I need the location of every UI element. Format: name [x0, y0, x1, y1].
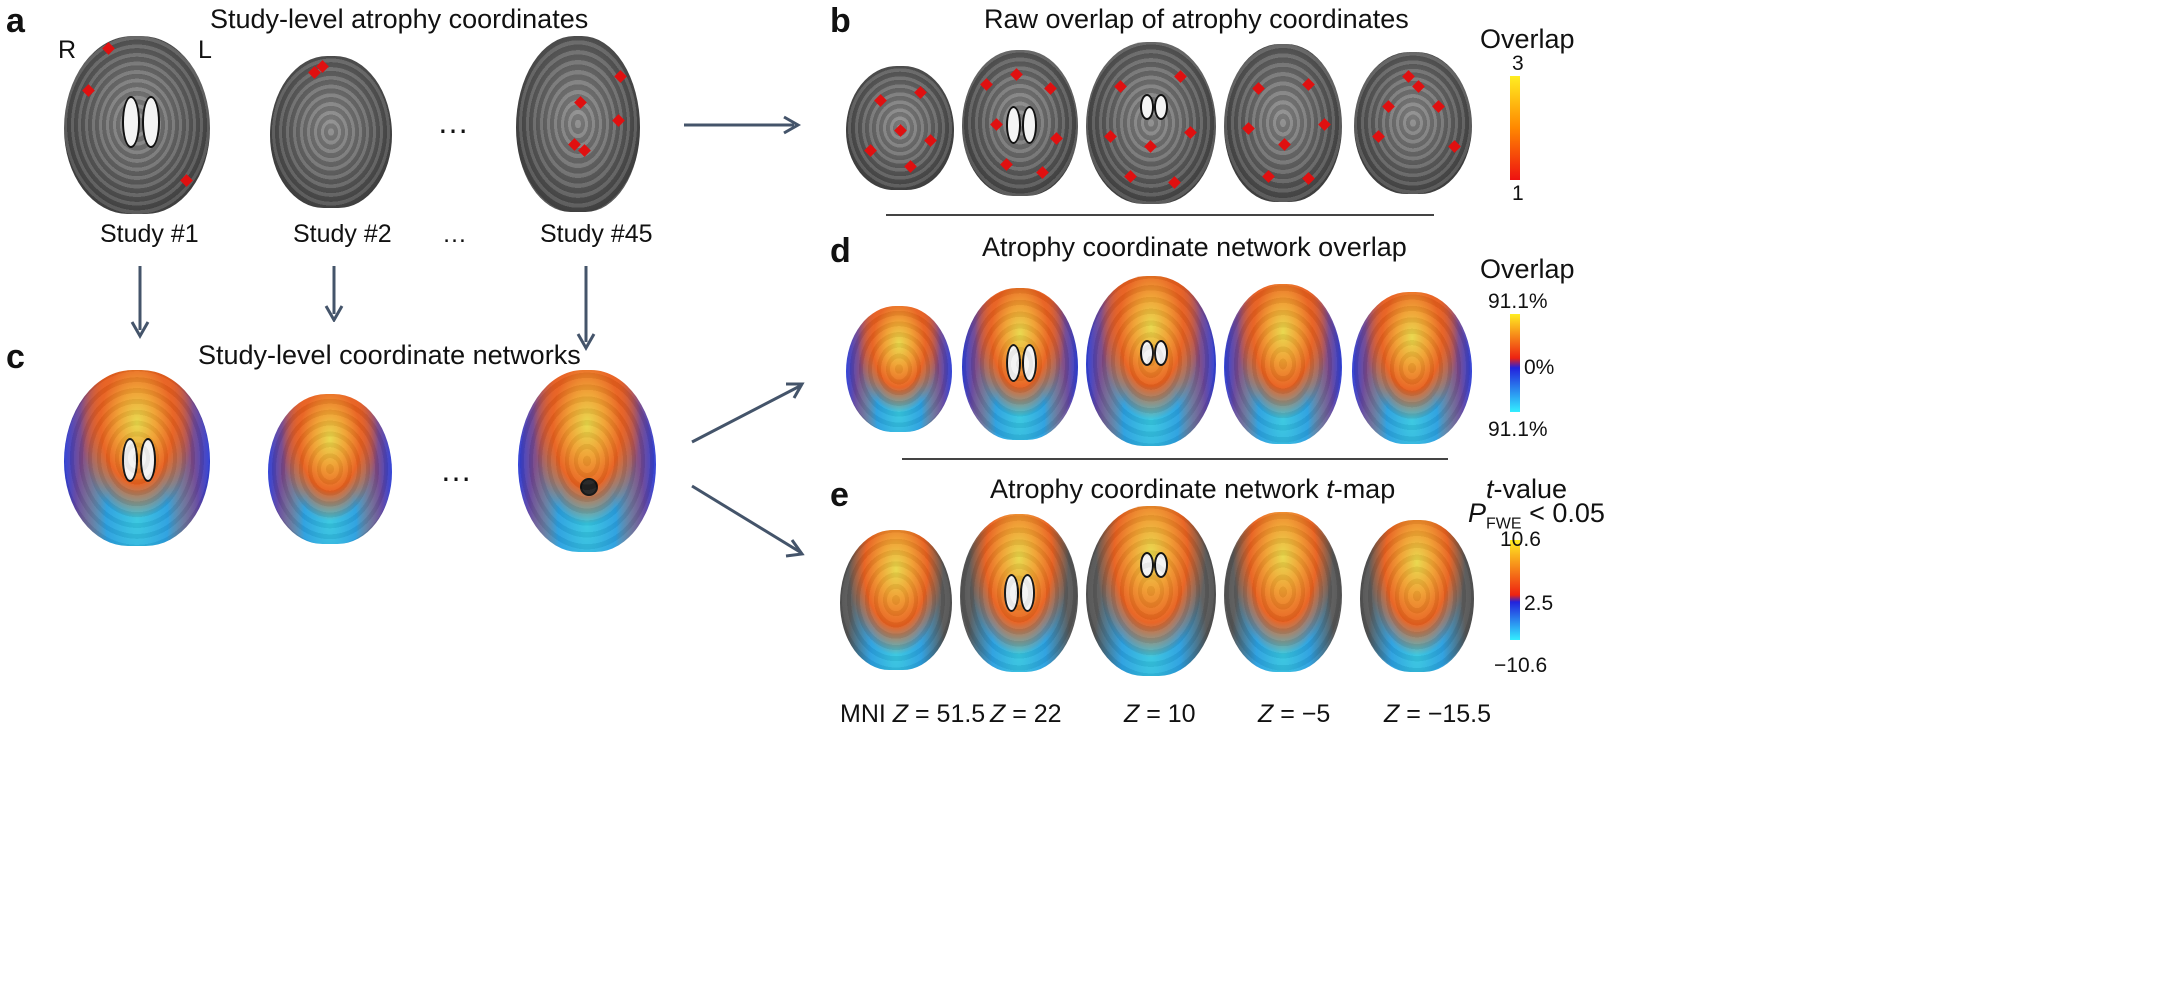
panel-e-slice-5 [1360, 520, 1474, 672]
panel-b-colorbar-min: 1 [1512, 182, 1524, 205]
panel-e-slice-3 [1086, 506, 1216, 676]
panel-d-colorbar-bottom: 91.1% [1488, 418, 1548, 441]
panel-d-colorbar [1510, 314, 1520, 412]
divider-b-d [886, 214, 1434, 216]
panel-d-slice-2 [962, 288, 1078, 440]
study-ellipsis-label: … [442, 220, 467, 248]
panel-e-slice-4 [1224, 512, 1342, 672]
arrow-to-panel-d [691, 382, 805, 444]
panel-e-colorbar-bottom: −10.6 [1494, 654, 1548, 677]
panel-b-colorbar [1510, 76, 1520, 180]
panel-b-colorbar-max: 3 [1512, 52, 1524, 75]
study1-brain-slice [64, 36, 210, 214]
arrow-to-panel-b [684, 115, 802, 135]
panel-e-slice-2 [960, 514, 1078, 672]
panel-e-colorbar-title: t-value [1486, 474, 1568, 504]
panel-d-colorbar-mid: 0% [1524, 356, 1555, 379]
panel-label-e: e [830, 476, 849, 514]
panel-b-colorbar-title: Overlap [1480, 24, 1575, 54]
panel-b-slice-3 [1086, 42, 1216, 204]
slice-coordinate-5: Z = −15.5 [1384, 700, 1492, 728]
panel-e-title: Atrophy coordinate network t-map [990, 474, 1396, 504]
study2-label: Study #2 [293, 220, 392, 248]
study45-label: Study #45 [540, 220, 653, 248]
down-arrow-study45 [576, 266, 596, 352]
panel-d-slice-4 [1224, 284, 1342, 444]
panel-b-title: Raw overlap of atrophy coordinates [984, 4, 1409, 34]
study1-label: Study #1 [100, 220, 199, 248]
ellipsis-a-top: … [437, 104, 469, 140]
panel-e-slice-1 [840, 530, 952, 670]
study45-network-map [518, 370, 656, 552]
panel-b-slice-4 [1224, 44, 1342, 202]
panel-b-slice-2 [962, 50, 1078, 196]
panel-d-title: Atrophy coordinate network overlap [982, 232, 1407, 262]
panel-e-colorbar-top: 10.6 [1500, 528, 1541, 551]
panel-b-slice-5 [1354, 52, 1472, 194]
arrow-to-panel-e [691, 484, 805, 558]
divider-d-e [902, 458, 1448, 460]
panel-label-b: b [830, 2, 851, 40]
panel-e-colorbar-mid: 2.5 [1524, 592, 1554, 615]
panel-c-title: Study-level coordinate networks [198, 340, 581, 370]
study45-brain-slice [516, 36, 640, 212]
study2-brain-slice [270, 56, 392, 208]
slice-coordinate-1: MNI Z = 51.5 [840, 700, 986, 728]
panel-label-d: d [830, 232, 851, 270]
panel-label-a: a [6, 2, 25, 40]
panel-d-slice-5 [1352, 292, 1472, 444]
slice-coordinate-2: Z = 22 [990, 700, 1062, 728]
slice-coordinate-3: Z = 10 [1124, 700, 1196, 728]
panel-d-slice-3 [1086, 276, 1216, 446]
panel-label-c: c [6, 338, 25, 376]
panel-b-slice-1 [846, 66, 954, 190]
panel-e-colorbar [1510, 540, 1520, 640]
study1-network-map [64, 370, 210, 546]
panel-d-colorbar-top: 91.1% [1488, 290, 1548, 313]
panel-d-colorbar-title: Overlap [1480, 254, 1575, 284]
ellipsis-c: … [440, 452, 472, 488]
down-arrow-study2 [324, 266, 344, 322]
down-arrow-study1 [130, 266, 150, 340]
study2-network-map [268, 394, 392, 544]
panel-a-title: Study-level atrophy coordinates [210, 4, 589, 34]
slice-coordinate-4: Z = −5 [1258, 700, 1331, 728]
panel-d-slice-1 [846, 306, 952, 432]
